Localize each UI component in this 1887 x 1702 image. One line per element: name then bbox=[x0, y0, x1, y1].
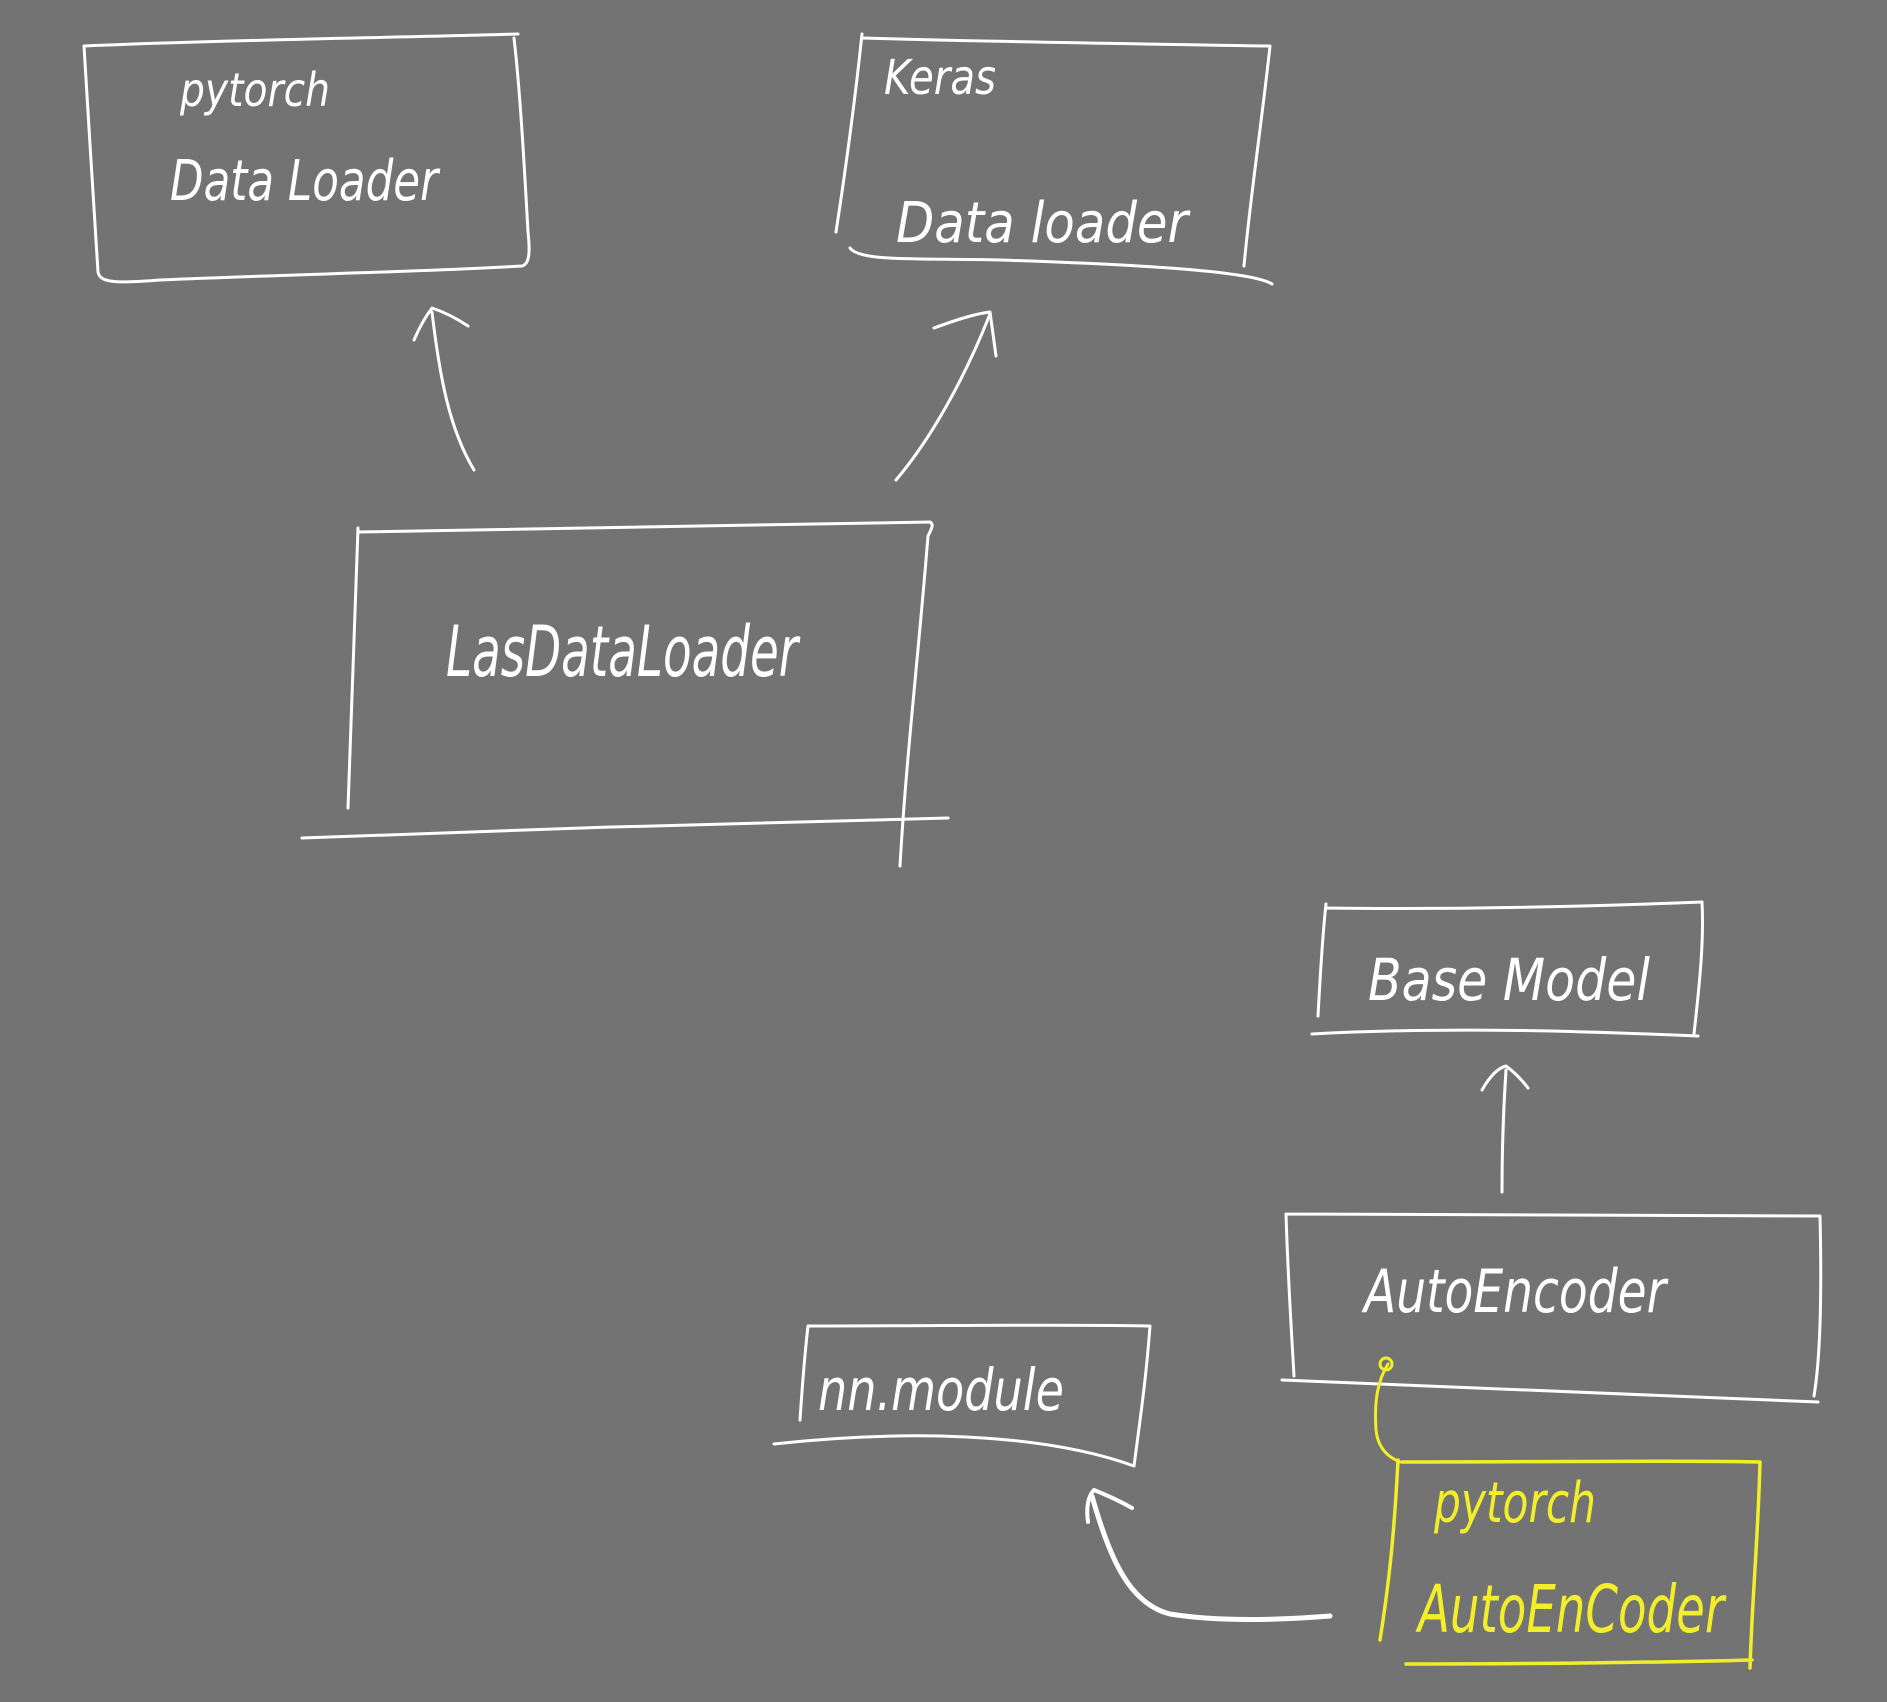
pytorch-autoencoder-line1: pytorch bbox=[1433, 1471, 1596, 1536]
pytorch-dataloader-line2: Data Loader bbox=[170, 149, 440, 214]
pytorch-autoencoder-link bbox=[1374, 1362, 1402, 1464]
arrow-las-to-pytorch bbox=[412, 306, 476, 472]
pytorch-autoencoder-box bbox=[1378, 1458, 1762, 1670]
arrow-pytorch-autoencoder-to-nn-module bbox=[1085, 1488, 1333, 1622]
node-autoencoder: AutoEncoder bbox=[1280, 1212, 1823, 1404]
arrow-autoencoder-to-basemodel bbox=[1480, 1064, 1530, 1194]
pytorch-autoencoder-anchor bbox=[1378, 1356, 1394, 1372]
node-base-model: Base Model bbox=[1310, 900, 1705, 1038]
nn-module-label: nn.module bbox=[818, 1356, 1064, 1424]
node-keras-dataloader: Keras Data loader bbox=[834, 32, 1274, 286]
node-pytorch-autoencoder: pytorch AutoEnCoder bbox=[1374, 1356, 1762, 1670]
pytorch-autoencoder-line2: AutoEnCoder bbox=[1415, 1571, 1727, 1648]
keras-dataloader-line2: Data loader bbox=[896, 191, 1191, 256]
autoencoder-box bbox=[1280, 1212, 1823, 1404]
node-nn-module: nn.module bbox=[772, 1323, 1152, 1468]
base-model-label: Base Model bbox=[1368, 946, 1650, 1014]
nn-module-box bbox=[772, 1323, 1152, 1468]
las-dataloader-box bbox=[300, 520, 950, 868]
keras-dataloader-box bbox=[834, 32, 1274, 286]
autoencoder-label: AutoEncoder bbox=[1361, 1257, 1669, 1327]
node-las-dataloader: LasDataLoader bbox=[300, 520, 950, 868]
arrow-las-to-keras bbox=[894, 310, 998, 482]
las-dataloader-label: LasDataLoader bbox=[446, 611, 801, 693]
keras-dataloader-line1: Keras bbox=[884, 50, 996, 106]
pytorch-dataloader-line1: pytorch bbox=[179, 63, 330, 117]
pytorch-dataloader-box bbox=[82, 32, 531, 284]
base-model-box bbox=[1310, 900, 1705, 1038]
node-pytorch-dataloader: pytorch Data Loader bbox=[82, 32, 531, 284]
